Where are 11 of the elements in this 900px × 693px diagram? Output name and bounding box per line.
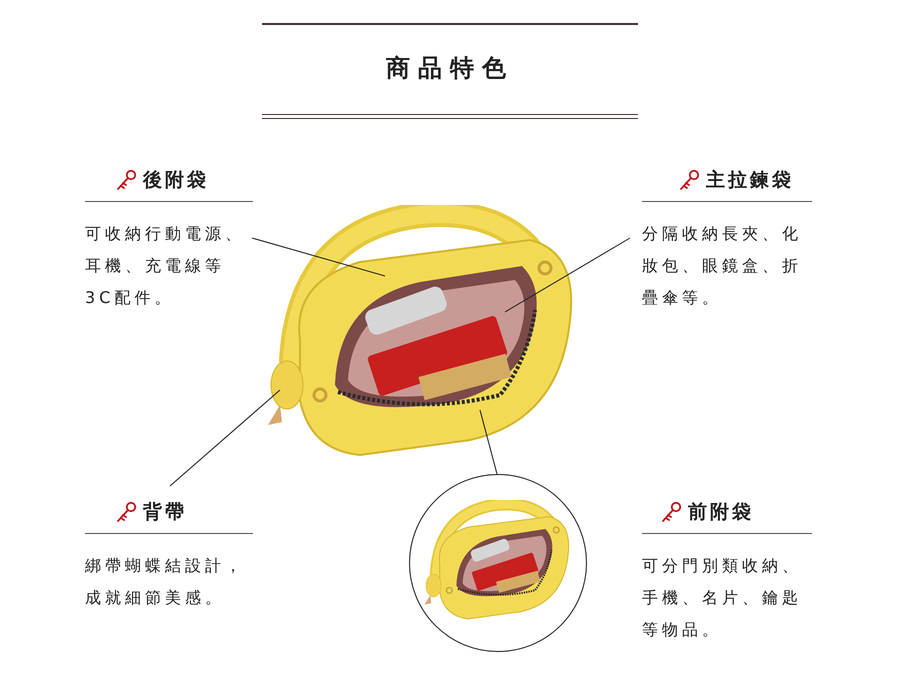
callout-heading: 背帶 <box>143 500 187 525</box>
callout-heading: 主拉鍊袋 <box>706 168 794 193</box>
callout-heading: 後附袋 <box>143 168 209 193</box>
callout-text: 可分門別類收納、手機、名片、鑰匙等物品。 <box>642 555 803 641</box>
callout-text: 分隔收納長夾、化妝包、眼鏡盒、折疊傘等。 <box>642 223 803 309</box>
callout-text: 綁帶蝴蝶結設計，成就細節美感。 <box>85 555 246 609</box>
leader-line <box>480 410 498 474</box>
leader-line <box>504 238 630 312</box>
callout-heading: 前附袋 <box>688 500 754 525</box>
title: 商品特色 <box>385 53 515 84</box>
callout-text: 可收納行動電源、耳機、充電線等3C配件。 <box>85 223 246 309</box>
